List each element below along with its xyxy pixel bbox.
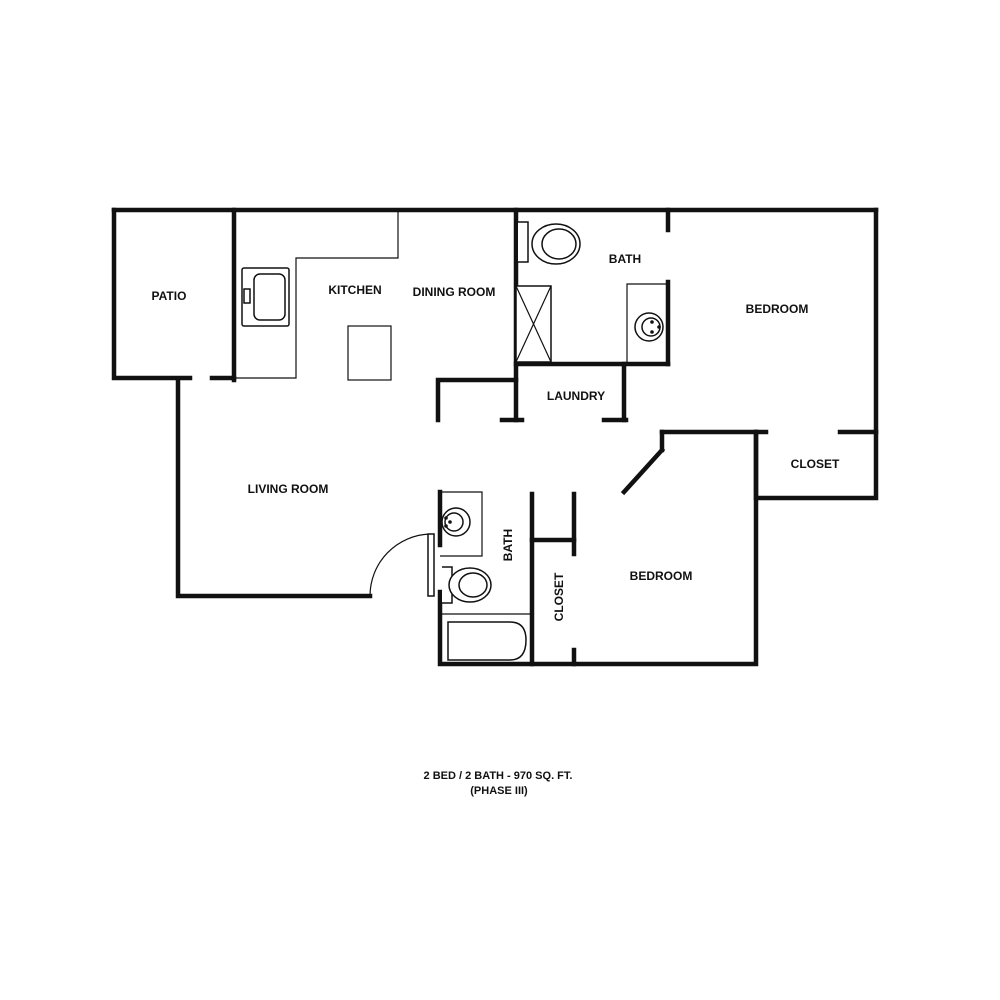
room-label-closet-1: CLOSET — [791, 457, 840, 471]
room-labels: PATIO KITCHEN DINING ROOM BATH BEDROOM L… — [152, 252, 840, 621]
bathroom-sink-icon — [441, 507, 471, 537]
bath2-vanity — [440, 491, 483, 557]
wall-right-exterior — [753, 207, 879, 501]
entry-door[interactable] — [369, 533, 435, 597]
room-label-bath-2: BATH — [501, 529, 515, 561]
toilet-icon — [518, 221, 581, 265]
wall-living-left — [175, 377, 373, 599]
room-label-patio: PATIO — [152, 289, 187, 303]
bathroom-sink-icon — [634, 312, 664, 342]
plan-caption: 2 BED / 2 BATH - 970 SQ. FT. (PHASE III) — [424, 770, 573, 797]
room-label-closet-2: CLOSET — [552, 572, 566, 621]
bathtub-icon — [447, 621, 527, 661]
kitchen-island — [347, 325, 392, 381]
shower-icon — [515, 285, 552, 363]
wall-patio-left — [111, 207, 193, 381]
room-label-bedroom-1: BEDROOM — [746, 302, 809, 316]
wall-bedroom2-top — [437, 429, 759, 667]
counters — [236, 210, 668, 615]
room-label-bath-1: BATH — [609, 252, 641, 266]
walls — [111, 207, 879, 667]
room-label-laundry: LAUNDRY — [547, 389, 605, 403]
kitchen-sink-icon — [241, 267, 290, 327]
wall-dining-stub — [435, 377, 519, 423]
toilet-icon — [442, 566, 492, 604]
bath1-vanity — [626, 283, 668, 362]
caption-line-1: 2 BED / 2 BATH - 970 SQ. FT. — [424, 770, 573, 782]
wall-bedroom2-angle — [620, 446, 666, 496]
room-label-living-room: LIVING ROOM — [248, 482, 329, 496]
caption-line-2: (PHASE III) — [470, 785, 528, 797]
room-label-dining-room: DINING ROOM — [413, 285, 496, 299]
kitchen-counter — [236, 210, 399, 379]
room-label-kitchen: KITCHEN — [328, 283, 381, 297]
room-label-bedroom-2: BEDROOM — [630, 569, 693, 583]
